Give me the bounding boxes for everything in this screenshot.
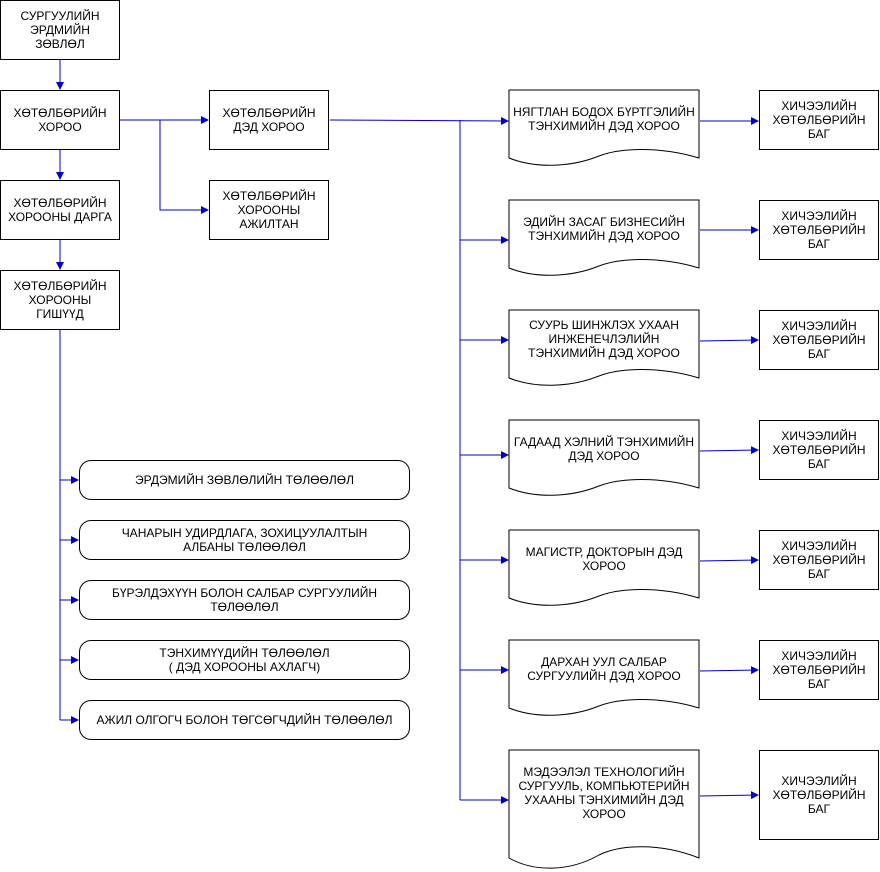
representative-box: АЖИЛ ОЛГОГЧ БОЛОН ТӨГСӨГЧДИЙН ТӨЛӨӨЛӨЛ [79, 700, 410, 740]
team-label: ХИЧЭЭЛИЙН ХӨТӨЛБӨРИЙН БАГ [772, 209, 866, 251]
representative-label: АЖИЛ ОЛГОГЧ БОЛОН ТӨГСӨГЧДИЙН ТӨЛӨӨЛӨЛ [96, 713, 393, 727]
team-box: ХИЧЭЭЛИЙН ХӨТӨЛБӨРИЙН БАГ [759, 90, 879, 150]
sub-committee-doc: МАГИСТР, ДОКТОРЫН ДЭД ХОРОО [508, 529, 700, 606]
sub-committee-doc: НЯГТЛАН БОДОХ БҮРТГЭЛИЙН ТЭНХИМИЙН ДЭД Х… [508, 89, 700, 166]
document-shape [508, 529, 700, 606]
document-shape [508, 749, 700, 869]
representative-label: БҮРЭЛДЭХҮҮН БОЛОН САЛБАР СУРГУУЛИЙН ТӨЛӨ… [111, 586, 378, 614]
document-shape [508, 419, 700, 496]
representative-box: ТЭНХИМҮҮДИЙН ТӨЛӨӨЛӨЛ ( ДЭД ХОРООНЫ АХЛА… [79, 640, 410, 680]
committee-staff-box: ХӨТӨЛБӨРИЙН ХОРООНЫ АЖИЛТАН [209, 180, 329, 240]
team-label: ХИЧЭЭЛИЙН ХӨТӨЛБӨРИЙН БАГ [772, 539, 866, 581]
representative-label: ЧАНАРЫН УДИРДЛАГА, ЗОХИЦУУЛАЛТЫН АЛБАНЫ … [121, 526, 368, 554]
sub-committee-label: ХӨТӨЛБӨРИЙН ДЭД ХОРОО [222, 106, 316, 134]
team-box: ХИЧЭЭЛИЙН ХӨТӨЛБӨРИЙН БАГ [759, 640, 879, 700]
sub-committee-label: МЭДЭЭЛЭЛ ТЕХНОЛОГИЙН СУРГУУЛЬ, КОМПЬЮТЕР… [518, 765, 690, 821]
program-committee-label: ХӨТӨЛБӨРИЙН ХОРОО [13, 106, 107, 134]
committee-staff-label: ХӨТӨЛБӨРИЙН ХОРООНЫ АЖИЛТАН [222, 189, 316, 231]
sub-committee-doc: ГАДААД ХЭЛНИЙ ТЭНХИМИЙН ДЭД ХОРОО [508, 419, 700, 496]
sub-committee-label: СУУРЬ ШИНЖЛЭХ УХААН ИНЖЕНЕЧЛЭЛИЙН ТЭНХИМ… [528, 318, 680, 360]
team-box: ХИЧЭЭЛИЙН ХӨТӨЛБӨРИЙН БАГ [759, 310, 879, 370]
team-box: ХИЧЭЭЛИЙН ХӨТӨЛБӨРИЙН БАГ [759, 200, 879, 260]
sub-committee-label: ДАРХАН УУЛ САЛБАР СУРГУУЛИЙН ДЭД ХОРОО [527, 655, 681, 683]
committee-chair-box: ХӨТӨЛБӨРИЙН ХОРООНЫ ДАРГА [0, 180, 120, 240]
sub-committee-label: МАГИСТР, ДОКТОРЫН ДЭД ХОРОО [525, 545, 683, 573]
team-label: ХИЧЭЭЛИЙН ХӨТӨЛБӨРИЙН БАГ [772, 99, 866, 141]
representative-label: ЭРДЭМИЙН ЗӨВЛӨЛИЙН ТӨЛӨӨЛӨЛ [135, 473, 354, 487]
academic-council-box: СУРГУУЛИЙН ЭРДМИЙН ЗӨВЛӨЛ [0, 0, 120, 60]
sub-committee-doc: СУУРЬ ШИНЖЛЭХ УХААН ИНЖЕНЕЧЛЭЛИЙН ТЭНХИМ… [508, 309, 700, 386]
team-label: ХИЧЭЭЛИЙН ХӨТӨЛБӨРИЙН БАГ [772, 649, 866, 691]
document-shape [508, 89, 700, 166]
team-label: ХИЧЭЭЛИЙН ХӨТӨЛБӨРИЙН БАГ [772, 319, 866, 361]
document-shape [508, 199, 700, 276]
sub-committee-label: ГАДААД ХЭЛНИЙ ТЭНХИМИЙН ДЭД ХОРОО [513, 435, 695, 463]
representative-label: ТЭНХИМҮҮДИЙН ТӨЛӨӨЛӨЛ ( ДЭД ХОРООНЫ АХЛА… [159, 646, 330, 674]
committee-members-label: ХӨТӨЛБӨРИЙН ХОРООНЫ ГИШҮҮД [13, 279, 107, 321]
document-shape [508, 639, 700, 716]
team-box: ХИЧЭЭЛИЙН ХӨТӨЛБӨРИЙН БАГ [759, 530, 879, 590]
sub-committee-label: ЭДИЙН ЗАСАГ БИЗНЕСИЙН ТЭНХИМИЙН ДЭД ХОРО… [523, 215, 685, 243]
representative-box: ЭРДЭМИЙН ЗӨВЛӨЛИЙН ТӨЛӨӨЛӨЛ [79, 460, 410, 500]
committee-chair-label: ХӨТӨЛБӨРИЙН ХОРООНЫ ДАРГА [8, 196, 112, 224]
representative-box: ЧАНАРЫН УДИРДЛАГА, ЗОХИЦУУЛАЛТЫН АЛБАНЫ … [79, 520, 410, 560]
academic-council-label: СУРГУУЛИЙН ЭРДМИЙН ЗӨВЛӨЛ [20, 9, 100, 51]
sub-committee-box: ХӨТӨЛБӨРИЙН ДЭД ХОРОО [209, 90, 329, 150]
document-shape [508, 309, 700, 386]
team-box: ХИЧЭЭЛИЙН ХӨТӨЛБӨРИЙН БАГ [759, 750, 879, 840]
committee-members-box: ХӨТӨЛБӨРИЙН ХОРООНЫ ГИШҮҮД [0, 270, 120, 330]
sub-committee-doc: ЭДИЙН ЗАСАГ БИЗНЕСИЙН ТЭНХИМИЙН ДЭД ХОРО… [508, 199, 700, 276]
team-label: ХИЧЭЭЛИЙН ХӨТӨЛБӨРИЙН БАГ [772, 429, 866, 471]
sub-committee-label: НЯГТЛАН БОДОХ БҮРТГЭЛИЙН ТЭНХИМИЙН ДЭД Х… [513, 105, 695, 133]
sub-committee-doc: ДАРХАН УУЛ САЛБАР СУРГУУЛИЙН ДЭД ХОРОО [508, 639, 700, 716]
representative-box: БҮРЭЛДЭХҮҮН БОЛОН САЛБАР СУРГУУЛИЙН ТӨЛӨ… [79, 580, 410, 620]
team-label: ХИЧЭЭЛИЙН ХӨТӨЛБӨРИЙН БАГ [772, 774, 866, 816]
team-box: ХИЧЭЭЛИЙН ХӨТӨЛБӨРИЙН БАГ [759, 420, 879, 480]
program-committee-box: ХӨТӨЛБӨРИЙН ХОРОО [0, 90, 120, 150]
sub-committee-doc: МЭДЭЭЛЭЛ ТЕХНОЛОГИЙН СУРГУУЛЬ, КОМПЬЮТЕР… [508, 749, 700, 870]
